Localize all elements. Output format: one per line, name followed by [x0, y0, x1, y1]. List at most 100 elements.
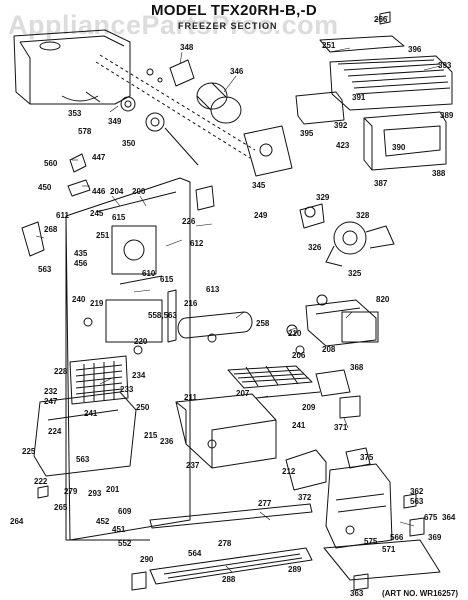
part-label: 249 — [254, 211, 268, 220]
part-label: 563 — [76, 455, 90, 464]
wire-shelf-drawing — [227, 365, 321, 399]
auger-parts-drawing — [95, 54, 256, 166]
part-label: 364 — [442, 513, 456, 522]
part-label: 563 — [38, 265, 52, 274]
ice-bucket-drawing — [13, 29, 131, 105]
part-label: 566 — [390, 533, 404, 542]
part-label: 264 — [10, 517, 24, 526]
diagram-subtitle: FREEZER SECTION — [178, 21, 278, 31]
part-label: 423 — [336, 141, 350, 150]
toe-grille-drawing — [149, 547, 313, 585]
part-label: 571 — [382, 545, 396, 554]
freezer-cabinet-drawing — [65, 177, 191, 541]
part-label: 390 — [392, 143, 406, 152]
part-label: 328 — [356, 211, 370, 220]
part-label: 233 — [120, 385, 134, 394]
part-label: 435 — [74, 249, 88, 258]
part-label: 268 — [44, 225, 58, 234]
part-label: 552 — [118, 539, 132, 548]
part-label: 609 — [118, 507, 132, 516]
part-label: 371 — [334, 423, 348, 432]
part-label: 258 — [256, 319, 270, 328]
part-label: 563 — [410, 497, 424, 506]
part-label: 564 — [188, 549, 202, 558]
part-label: 451 — [112, 525, 126, 534]
drawer-rail-drawing — [149, 503, 313, 529]
part-label: 362 — [410, 487, 424, 496]
part-label: 388 — [432, 169, 446, 178]
part-label: 204 — [110, 187, 124, 196]
part-label: 447 — [92, 153, 106, 162]
part-label: 387 — [374, 179, 388, 188]
part-label: 375 — [360, 453, 374, 462]
part-label: 391 — [352, 93, 366, 102]
drain-trough-drawing — [33, 391, 137, 477]
part-label: 222 — [34, 477, 48, 486]
part-label: 237 — [186, 461, 200, 470]
small-parts-drawing — [21, 11, 425, 591]
part-label: 610 — [142, 269, 156, 278]
evaporator-coil-drawing — [69, 355, 129, 405]
leader-lines — [35, 15, 441, 573]
part-label: 611 — [56, 211, 69, 220]
air-duct-drawing — [167, 289, 253, 343]
upper-shelf-drawing — [319, 35, 453, 111]
part-label: 578 — [78, 127, 92, 136]
fan-motor-drawing — [299, 203, 395, 267]
part-label: 325 — [348, 269, 362, 278]
part-label: 225 — [22, 447, 36, 456]
mounting-bracket-drawing — [195, 125, 293, 211]
part-label: 278 — [218, 539, 232, 548]
part-label: 234 — [132, 371, 146, 380]
part-label: 240 — [72, 295, 86, 304]
part-label: 210 — [288, 329, 302, 338]
freezer-basket-drawing — [175, 393, 277, 469]
part-label: 209 — [302, 403, 316, 412]
part-label: 452 — [96, 517, 110, 526]
part-label: 293 — [88, 489, 102, 498]
part-label: 277 — [258, 499, 272, 508]
part-label: 395 — [300, 129, 314, 138]
part-label: 350 — [122, 139, 136, 148]
diagram-title: MODEL TFX20RH-B,-D — [151, 2, 317, 19]
part-label: 575 — [364, 537, 378, 546]
part-number-labels: 256 251 396 348 346 353 393 349 391 578 … — [10, 15, 456, 598]
door-bin-drawing — [295, 91, 447, 171]
part-label: 212 — [282, 467, 296, 476]
part-label: 615 — [160, 275, 174, 284]
part-label: 326 — [308, 243, 322, 252]
part-label: 228 — [54, 367, 68, 376]
part-label: 208 — [322, 345, 336, 354]
part-label: 369 — [428, 533, 442, 542]
art-number: (ART NO. WR16257) — [381, 589, 458, 598]
part-label: 363 — [350, 589, 364, 598]
part-label: 675 — [424, 513, 438, 522]
ice-chute-drawing — [315, 369, 361, 419]
part-label: 232 — [44, 387, 58, 396]
part-label: 560 — [44, 159, 58, 168]
part-label: 372 — [298, 493, 312, 502]
ice-maker-drawing — [305, 294, 379, 347]
part-label: 251 — [322, 41, 336, 50]
part-label: 250 — [136, 403, 150, 412]
part-label: 820 — [376, 295, 390, 304]
part-label: 446 — [92, 187, 106, 196]
part-label: 251 — [96, 231, 110, 240]
part-label: 206 — [292, 351, 306, 360]
part-label: 450 — [38, 183, 52, 192]
part-label: 216 — [184, 299, 198, 308]
part-label: 288 — [222, 575, 236, 584]
part-label: 393 — [438, 61, 452, 70]
part-label: 220 — [134, 337, 148, 346]
part-label: 368 — [350, 363, 364, 372]
part-label: 612 — [190, 239, 204, 248]
part-label: 289 — [288, 565, 302, 574]
part-label: 349 — [108, 117, 122, 126]
part-label: 265 — [54, 503, 68, 512]
part-label: 226 — [182, 217, 196, 226]
part-label: 392 — [334, 121, 348, 130]
part-label: 241 — [84, 409, 98, 418]
part-label: 389 — [440, 111, 454, 120]
part-label: 207 — [236, 389, 250, 398]
